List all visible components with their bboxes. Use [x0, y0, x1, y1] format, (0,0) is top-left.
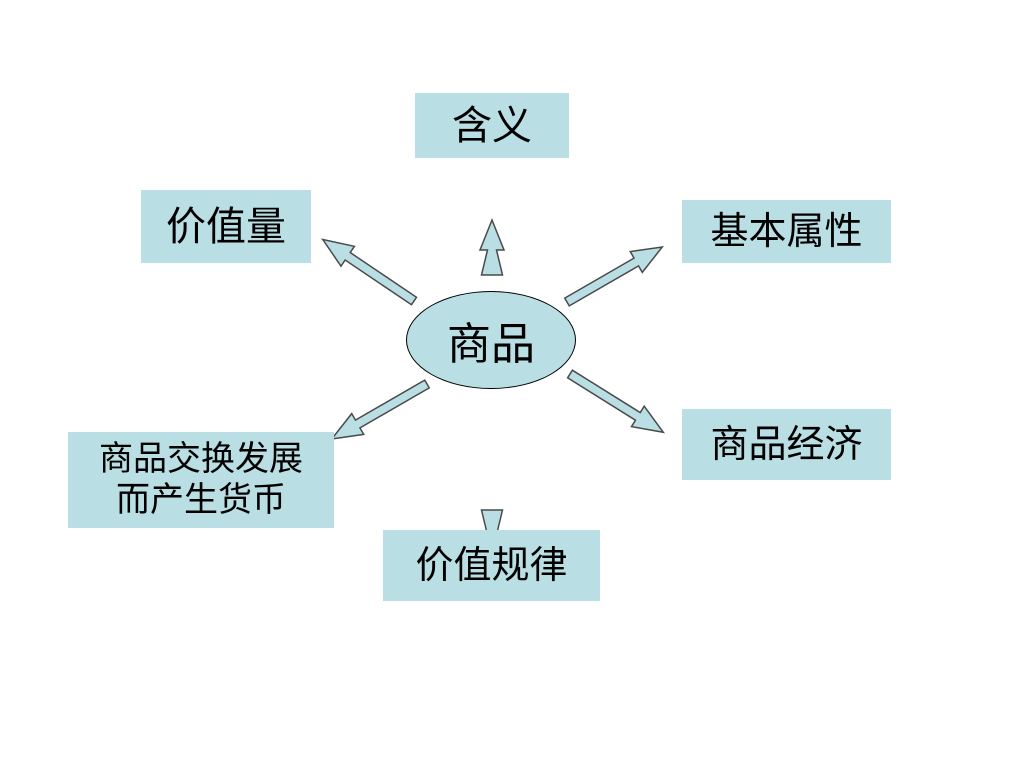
arrow-to-basic-attributes [563, 245, 665, 307]
node-money-origin-line1: 商品交换发展 [99, 439, 303, 480]
arrow-to-commodity-economy [566, 369, 665, 434]
center-node-label: 商品 [447, 319, 535, 370]
arrow-to-value-quantity [321, 238, 418, 306]
node-commodity-economy: 商品经济 [682, 409, 891, 480]
node-value-quantity: 价值量 [141, 190, 311, 263]
arrow-to-money-origin [329, 379, 431, 441]
node-law-of-value-label: 价值规律 [415, 542, 568, 587]
arrow-to-meaning [478, 217, 506, 276]
node-meaning-label: 含义 [452, 102, 532, 149]
node-value-quantity-label: 价值量 [166, 203, 286, 250]
node-commodity-economy-label: 商品经济 [710, 421, 863, 466]
node-meaning: 含义 [415, 93, 569, 158]
node-basic-attributes: 基本属性 [682, 200, 891, 263]
node-money-origin-line2: 而产生货币 [116, 480, 286, 520]
node-money-origin: 商品交换发展 而产生货币 [68, 432, 334, 528]
node-law-of-value: 价值规律 [383, 530, 600, 601]
node-basic-attributes-label: 基本属性 [710, 208, 863, 253]
center-node-commodity: 商品 [406, 291, 576, 389]
